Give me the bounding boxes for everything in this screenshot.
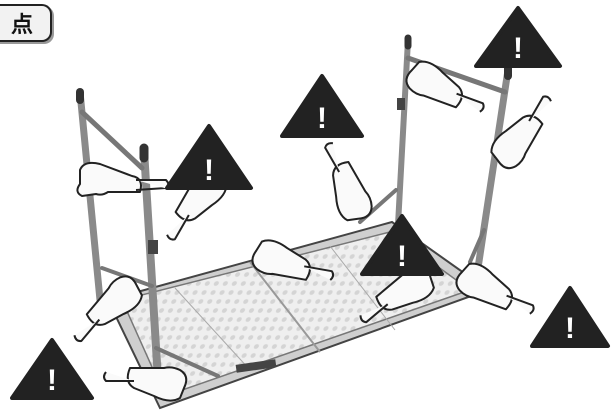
warning-symbol: !: [317, 102, 327, 135]
warning-triangle-icon: !: [280, 74, 364, 138]
warning-triangle-icon: !: [10, 338, 94, 400]
warning-symbol: !: [565, 312, 575, 345]
warning-symbol: !: [513, 32, 523, 65]
hand-point-icon: [324, 142, 373, 222]
hand-point-icon: [73, 275, 143, 343]
header-tag-text: 点: [10, 13, 33, 38]
warning-symbol: !: [47, 364, 57, 397]
hand-point-icon: [455, 262, 535, 315]
hand-point-icon: [103, 366, 188, 402]
warning-signs: ! ! ! ! ! !: [10, 6, 610, 400]
warning-triangle-icon: !: [530, 286, 610, 348]
hand-point-icon: [490, 95, 552, 170]
warning-symbol: !: [204, 154, 214, 187]
leg-front-left: [76, 88, 104, 304]
pointing-hands: [73, 60, 552, 402]
hand-point-icon: [251, 239, 335, 281]
hand-point-icon: [405, 60, 485, 113]
leg-back-left: [395, 37, 411, 228]
warning-triangle-icon: !: [474, 6, 562, 68]
warning-triangle-icon: !: [360, 214, 444, 276]
warning-triangle-icon: !: [165, 124, 253, 190]
hand-point-icon: [76, 161, 170, 197]
warning-symbol: !: [397, 240, 407, 273]
header-tag: 点: [0, 4, 52, 42]
